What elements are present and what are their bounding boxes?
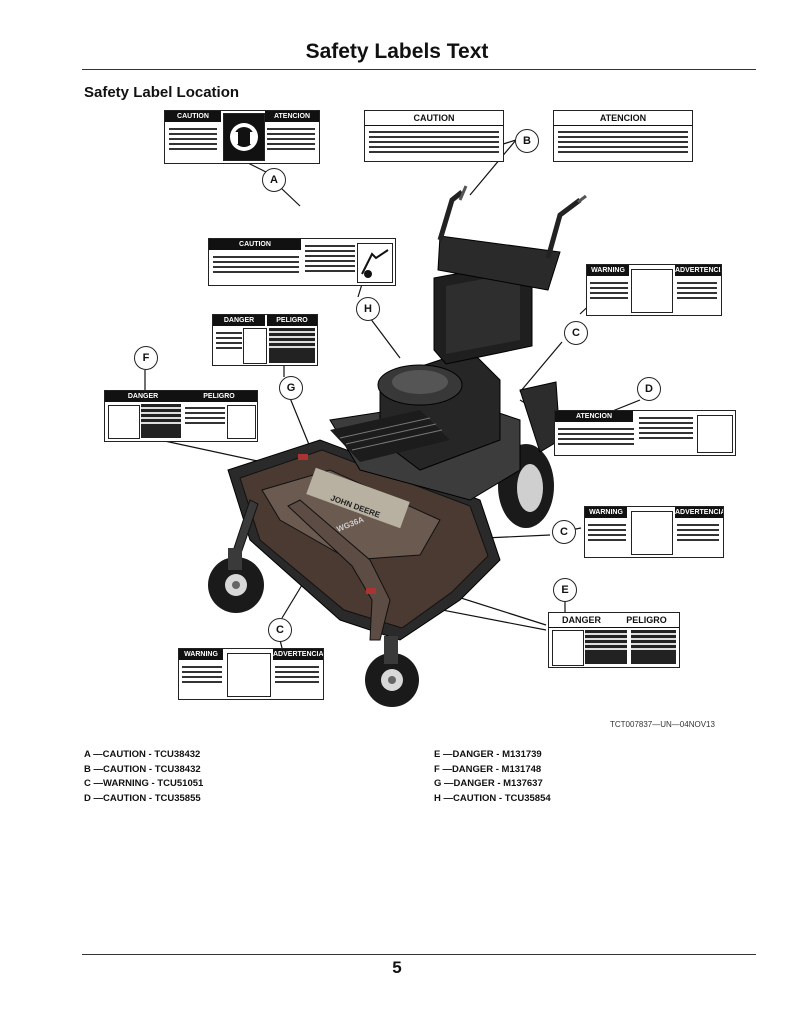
hands-feet-pictogram-d	[697, 415, 733, 453]
legend-item-h: H —CAUTION - TCU35854	[434, 792, 551, 804]
decal-a-header-en: CAUTION	[165, 111, 221, 122]
legend-item-f: F —DANGER - M131748	[434, 763, 542, 775]
safety-decal-h: CAUTION	[208, 238, 396, 286]
safety-decal-c-upper: WARNING ADVERTENCIA	[586, 264, 722, 316]
callout-e: E	[553, 578, 577, 602]
callout-c-lower: C	[268, 618, 292, 642]
blade-pictogram-f	[108, 405, 140, 439]
callout-c-middle: C	[552, 520, 576, 544]
safety-decal-c-lower: WARNING ADVERTENCIA	[178, 648, 324, 700]
decal-c3-header-es: ADVERTENCIA	[273, 649, 324, 660]
belt-entanglement-pictogram-c2	[631, 511, 673, 555]
decal-g-header-en: DANGER	[213, 315, 265, 326]
belt-entanglement-pictogram-c3	[227, 653, 271, 697]
blade-pictogram-e	[552, 630, 584, 666]
hand-injury-pictogram-f	[227, 405, 256, 439]
page-title: Safety Labels Text	[305, 40, 489, 63]
decal-e-header-es: PELIGRO	[614, 613, 679, 628]
decal-c3-header-en: WARNING	[179, 649, 223, 660]
decal-a-header-es: ATENCION	[265, 111, 319, 122]
decal-f-header-es: PELIGRO	[181, 391, 257, 402]
safety-decal-f: DANGER PELIGRO	[104, 390, 258, 442]
thrown-object-pictogram-g	[243, 328, 267, 364]
callout-h: H	[356, 297, 380, 321]
decal-c1-header-en: WARNING	[587, 265, 629, 276]
legend-item-b: B —CAUTION - TCU38432	[84, 763, 201, 775]
footer-rule	[82, 954, 756, 955]
hands-feet-pictogram	[357, 243, 393, 283]
legend-item-c: C —WARNING - TCU51051	[84, 778, 204, 789]
decal-g-header-es: PELIGRO	[267, 315, 317, 326]
legend-item-e: E —DANGER - M131739	[434, 749, 542, 760]
legend-item-d: D —CAUTION - TCU35855	[84, 792, 201, 804]
safety-label-figure: JOHN DEERE WG36A CAUTION ATENCION A CAUT…	[104, 110, 736, 707]
safety-decal-g: DANGER PELIGRO	[212, 314, 318, 366]
callout-c-upper: C	[564, 321, 588, 345]
decal-h-header: CAUTION	[209, 239, 301, 250]
safety-decal-e: DANGER PELIGRO	[548, 612, 680, 668]
legend-item-g: G —DANGER - M137637	[434, 778, 543, 789]
decal-e-header-en: DANGER	[549, 613, 614, 628]
figure-id: TCT007837—UN—04NOV13	[610, 720, 715, 729]
callout-b: B	[515, 129, 539, 153]
legend-item-a: A —CAUTION - TCU38432	[84, 749, 201, 760]
belt-entanglement-pictogram-c1	[631, 269, 673, 313]
callout-d: D	[637, 377, 661, 401]
legend-right: E —DANGER - M131739 F —DANGER - M131748 …	[434, 748, 551, 806]
decal-b-header-en: CAUTION	[365, 111, 503, 126]
safety-decal-b-english: CAUTION	[364, 110, 504, 162]
decal-f-header-en: DANGER	[105, 391, 181, 402]
safety-decal-d: ATENCION	[554, 410, 736, 456]
mower-body	[208, 185, 587, 707]
decal-d-header: ATENCION	[555, 411, 633, 422]
safety-decal-b-spanish: ATENCION	[553, 110, 693, 162]
safety-decal-c-middle: WARNING ADVERTENCIA	[584, 506, 724, 558]
mower-illustration: JOHN DEERE WG36A	[144, 139, 641, 707]
header-rule	[82, 69, 756, 70]
callout-g: G	[279, 376, 303, 400]
decal-b-header-es: ATENCION	[554, 111, 692, 126]
hearing-protection-pictogram	[223, 113, 265, 161]
callout-f: F	[134, 346, 158, 370]
page-number: 5	[392, 958, 402, 977]
legend-left: A —CAUTION - TCU38432 B —CAUTION - TCU38…	[84, 748, 203, 806]
decal-c2-header-en: WARNING	[585, 507, 627, 518]
decal-c2-header-es: ADVERTENCIA	[675, 507, 724, 518]
safety-decal-a: CAUTION ATENCION	[164, 110, 320, 164]
callout-a: A	[262, 168, 286, 192]
decal-c1-header-es: ADVERTENCIA	[675, 265, 722, 276]
section-title: Safety Label Location	[84, 84, 240, 101]
